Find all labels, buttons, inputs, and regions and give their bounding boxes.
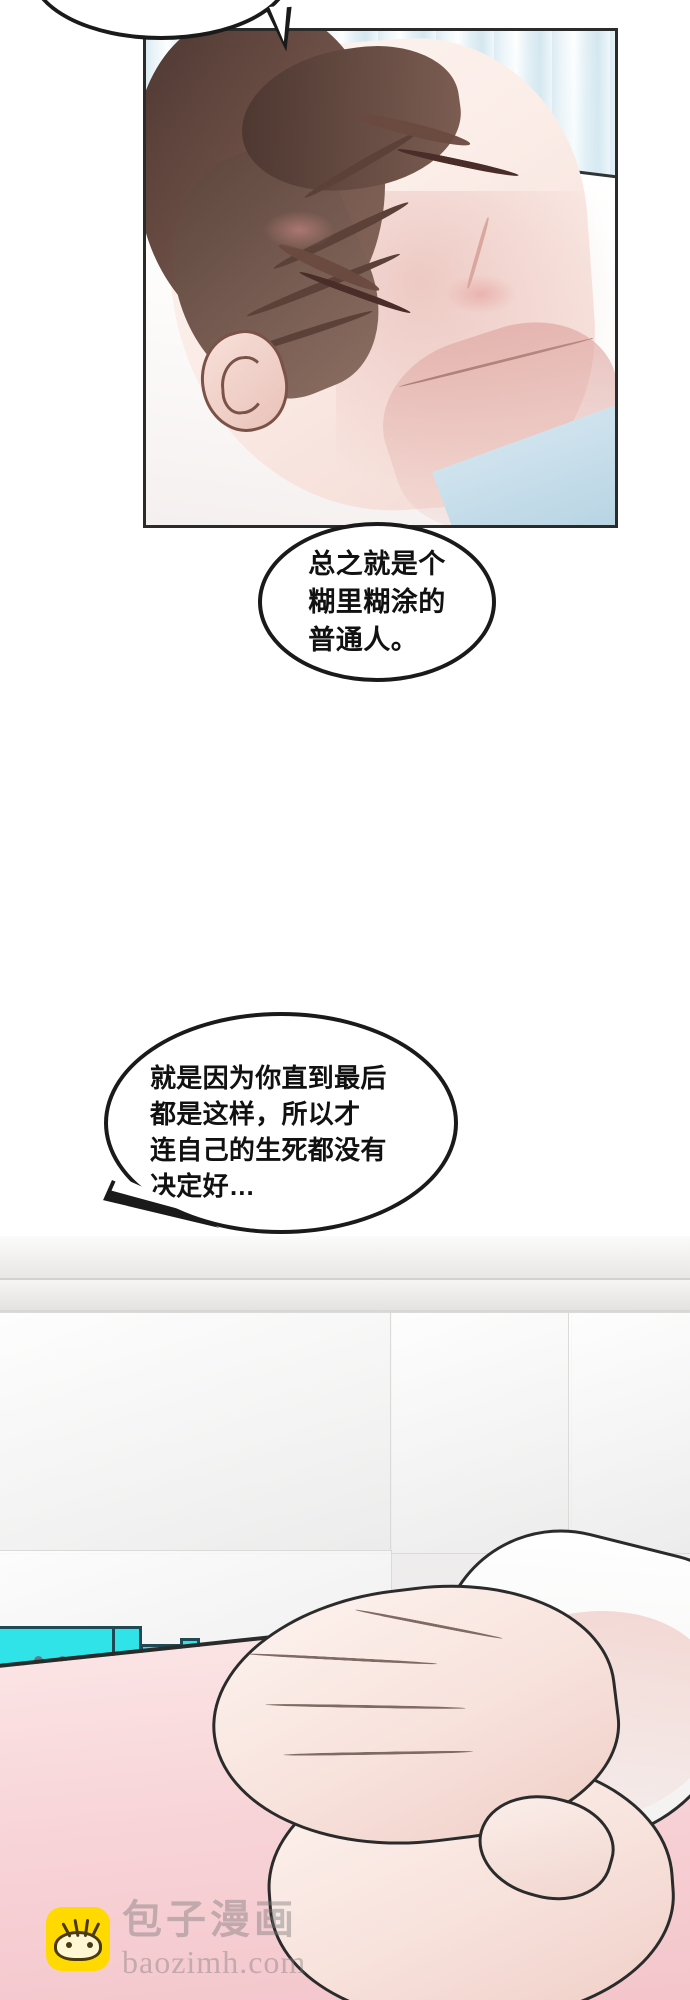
wall-panel xyxy=(568,1312,690,1554)
finger-crease xyxy=(265,1703,466,1710)
ceiling-strip xyxy=(0,1236,690,1280)
speech-bubble-top-tail-inner xyxy=(269,5,291,43)
wall-panel xyxy=(0,1312,392,1554)
cheek-blush xyxy=(264,211,334,249)
wall-panel xyxy=(390,1312,572,1554)
speech-bubble-middle: 总之就是个 糊里糊涂的 普通人。 xyxy=(258,522,496,682)
knuckle-crease xyxy=(354,1608,503,1640)
finger-crease xyxy=(247,1652,438,1666)
speech-bubble-lower-text: 就是因为你直到最后 都是这样，所以才 连自己的生死都没有 决定好… xyxy=(150,1063,387,1201)
ear-inner-contour xyxy=(219,354,269,416)
finger-crease xyxy=(283,1750,474,1757)
ceiling-strip-secondary xyxy=(0,1280,690,1312)
cheek-blush xyxy=(446,275,516,313)
speech-bubble-lower: 就是因为你直到最后 都是这样，所以才 连自己的生死都没有 决定好… xyxy=(104,1012,458,1234)
sleeping-person-panel xyxy=(143,28,618,528)
hospital-room-panel xyxy=(0,1236,690,2000)
speech-bubble-middle-text: 总之就是个 糊里糊涂的 普通人。 xyxy=(308,549,446,655)
